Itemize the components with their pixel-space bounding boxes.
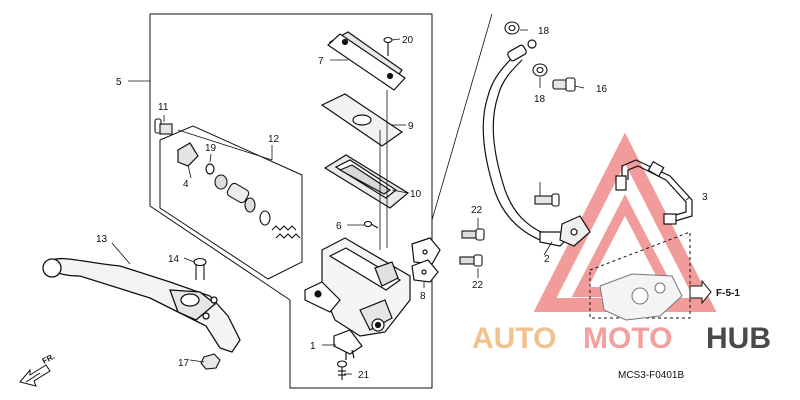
brake-pipe-3 — [615, 159, 693, 225]
nut-17 — [200, 353, 221, 370]
brake-hose — [482, 39, 572, 247]
reservoir-cap — [327, 31, 406, 91]
callout-3: 3 — [702, 192, 708, 203]
oil-bolt-16 — [552, 77, 576, 92]
callout-6: 6 — [336, 221, 342, 232]
callout-4: 4 — [183, 179, 189, 190]
front-label: FR. — [41, 352, 57, 366]
callout-7: 7 — [318, 56, 324, 67]
diaphragm-plate — [320, 93, 404, 147]
callout-19: 19 — [205, 143, 217, 154]
reference-box — [589, 231, 691, 319]
callout-10: 10 — [410, 189, 422, 200]
callout-1: 1 — [310, 341, 316, 352]
reference-label: F-5-1 — [716, 288, 740, 299]
callout-12: 12 — [268, 134, 280, 145]
washers-18 — [504, 21, 548, 77]
callout-9: 9 — [408, 121, 414, 132]
bleeder-11 — [154, 118, 173, 135]
callout-17: 17 — [178, 358, 190, 369]
callout-22-bottom: 22 — [472, 280, 484, 291]
outline-arrow-icon — [689, 279, 712, 305]
front-arrow-icon — [19, 364, 51, 387]
piston-kit — [214, 174, 301, 239]
callout-numbers: 5 11 12 19 4 7 20 9 10 6 8 22 22 1 21 13… — [96, 26, 708, 381]
screws — [154, 36, 485, 380]
callout-16: 16 — [596, 84, 608, 95]
screw-20 — [383, 36, 393, 56]
watermark-part-moto: MOTO — [583, 322, 672, 355]
watermark-part-hub: HUB — [706, 322, 771, 355]
callout-18-bottom: 18 — [534, 94, 546, 105]
three-way-joint — [559, 215, 591, 247]
assembly-frame — [149, 13, 433, 389]
screw-21 — [336, 360, 348, 380]
bolt-15 — [534, 193, 560, 207]
watermark-part-auto: AUTO — [472, 322, 556, 355]
callout-20: 20 — [402, 35, 414, 46]
pivot-bolt-14 — [193, 257, 207, 280]
holder-clamp — [411, 237, 441, 283]
callout-18-top: 18 — [538, 26, 550, 37]
brake-switch — [333, 329, 363, 360]
callout-5: 5 — [116, 77, 122, 88]
callout-2: 2 — [544, 254, 550, 265]
diaphragm — [323, 154, 410, 209]
watermark-text: AUTO MOTO HUB — [472, 322, 771, 355]
master-cylinder-body — [304, 237, 411, 337]
leader-lines — [111, 13, 691, 375]
diagram-code: MCS3-F0401B — [618, 370, 684, 381]
callout-8: 8 — [420, 291, 426, 302]
callout-14: 14 — [168, 254, 180, 265]
callout-22-top: 22 — [471, 205, 483, 216]
callout-13: 13 — [96, 234, 108, 245]
bolt-22-top — [461, 228, 485, 241]
screw-6 — [363, 220, 379, 229]
brake-lever — [42, 257, 241, 353]
boot-4 — [177, 142, 215, 175]
callout-21: 21 — [358, 370, 370, 381]
bolt-22-bottom — [459, 254, 483, 267]
caliper-sketch — [599, 273, 683, 321]
callout-11: 11 — [158, 102, 169, 113]
piston-kit-frame — [159, 125, 303, 280]
